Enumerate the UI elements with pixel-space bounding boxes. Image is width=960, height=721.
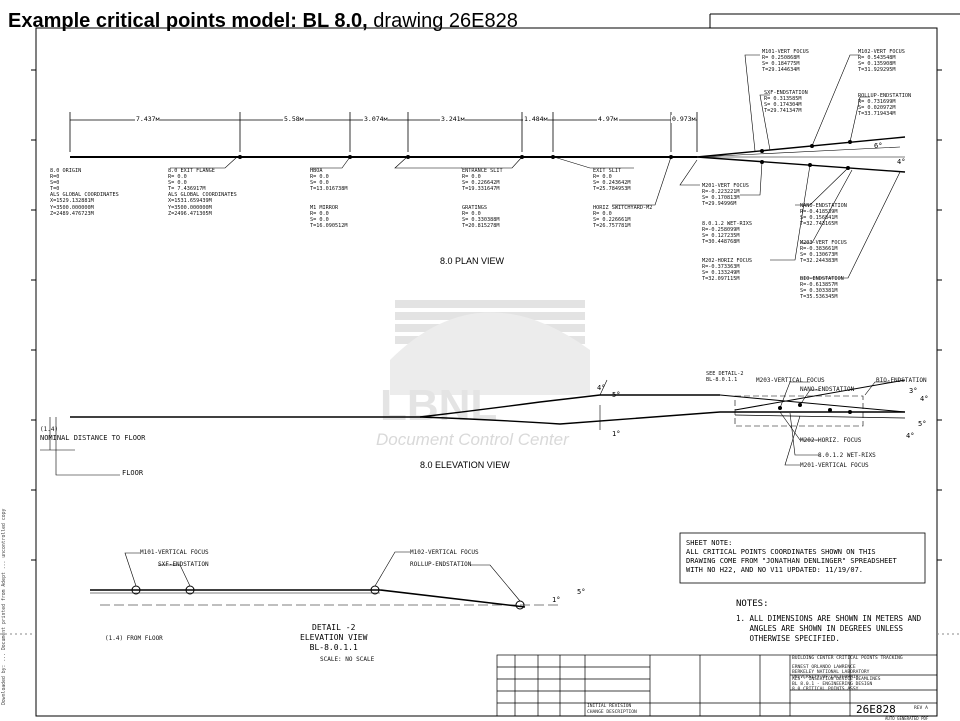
plan-dim-3: 3.074м: [363, 115, 389, 123]
plan-angle-lower: 4°: [897, 158, 906, 166]
label-m101-vert-focus: M101-VERT FOCUS R= 0.250868M S= 0.184775…: [762, 49, 809, 74]
elev-detail-box: [734, 395, 864, 427]
elev-angle-5: 5°: [612, 391, 621, 399]
tb-org: ERNEST ORLANDO LAWRENCE BERKELEY NATIONA…: [792, 665, 870, 680]
label-8-0-origin: 8.0 ORIGIN R=0 S=0 T=0 ALS GLOBAL COORDI…: [50, 168, 119, 217]
elev-beam-upper: [419, 394, 720, 418]
elev-angle-5b: 5°: [918, 420, 927, 428]
tb-desc: BUILDING CENTER CRITICAL POINTS TRACKING: [792, 656, 903, 661]
label-wet-rixs: 8.0.1.2 WET-RIXS R=-0.258099M S= 0.12723…: [702, 221, 752, 246]
detail-rollup-label: ROLLUP-ENDSTATION: [410, 561, 472, 568]
label-rollup-endstation: ROLLUP-ENDSTATION R= 0.731699M S= 0.0209…: [858, 93, 912, 118]
title-block: [496, 654, 938, 717]
title-drawing: drawing 26E828: [367, 10, 518, 32]
detail-title: DETAIL -2 ELEVATION VIEW BL-8.0.1.1: [300, 623, 368, 652]
elev-beam-lower: [419, 411, 905, 425]
elevation-view-title: 8.0 ELEVATION VIEW: [420, 460, 510, 470]
svg-text:LBNL: LBNL: [380, 381, 497, 430]
watermark-text: Document Control Center: [376, 430, 569, 449]
elev-angle-1: 1°: [612, 430, 621, 438]
tb-drawing-number: 26E828: [856, 703, 896, 716]
tb-change-desc: CHANGE DESCRIPTION: [587, 710, 637, 715]
border-ticks: [31, 69, 942, 561]
slide-title: Example critical points model: BL 8.0, d…: [8, 10, 518, 33]
elev-branch-b: [734, 379, 906, 411]
elev-branch-a: [719, 394, 906, 413]
tb-revision: INITIAL REVISION: [587, 704, 632, 709]
elev-height: (1.4): [40, 426, 59, 433]
elev-m202-label: M202-HORIZ. FOCUS: [800, 437, 862, 444]
label-m1-mirror: M1 MIRROR R= 0.0 S= 0.0 T=16.090512M: [310, 205, 348, 230]
elev-m203-label: M203-VERTICAL FOCUS: [756, 377, 825, 384]
plan-leaders: [170, 54, 901, 279]
plan-dim-1: 7.437м: [135, 115, 161, 123]
label-entrance-slit: ENTRANCE SLIT R= 0.0 S= 0.226642M T=19.3…: [462, 168, 503, 193]
elev-bio-label: BIO-ENDSTATION: [876, 377, 927, 384]
label-m201-vert-focus: M201-VERT FOCUS R=-0.223221M S= 0.170813…: [702, 183, 749, 208]
plan-branch-mid: [696, 146, 901, 158]
elev-leaders: [55, 379, 890, 476]
detail-branch: [379, 589, 526, 608]
plan-points: [238, 140, 852, 170]
label-m203-vert-focus: M203-VERT FOCUS R=-0.383661M S= 0.130673…: [800, 240, 847, 265]
floor-label: FLOOR: [122, 469, 144, 477]
label-hboa: HBOA R= 0.0 S= 0.0 T=13.016738M: [310, 168, 348, 193]
detail-sxf-label: SXF-ENDSTATION: [158, 561, 209, 568]
see-detail-2: SEE DETAIL-2 BL-8.0.1.1: [706, 371, 744, 384]
elev-branch-c: [734, 414, 906, 419]
label-gratings: GRATINGS R= 0.0 S= 0.330388M T=20.815278…: [462, 205, 500, 230]
side-note: Downloaded by: ... Document printed from…: [2, 508, 7, 705]
label-exit-slit: EXIT SLIT R= 0.0 S= 0.243642M T=25.78495…: [593, 168, 631, 193]
title-main: Example critical points model: BL 8.0,: [8, 10, 368, 32]
detail-leaders: [124, 551, 521, 602]
plan-branch-upper: [696, 136, 906, 158]
plan-dim-5: 1.484м: [523, 115, 549, 123]
detail-m101-label: M101-VERTICAL FOCUS: [140, 549, 209, 556]
elev-angle-3: 3°: [909, 387, 918, 395]
label-sxf-endstation: SXF-ENDSTATION R= 0.313585M S= 0.174304M…: [764, 90, 808, 115]
detail-m102-label: M102-VERTICAL FOCUS: [410, 549, 479, 556]
tb-rev: REV A: [914, 706, 928, 711]
plan-dim-4: 3.241м: [440, 115, 466, 123]
nominal-distance-label: NOMINAL DISTANCE TO FLOOR: [40, 434, 146, 442]
tb-auto-generated: AUTO GENERATED PDF: [885, 716, 929, 721]
elev-angle-4: 4°: [597, 384, 606, 392]
detail-angle-5: 5°: [577, 588, 586, 596]
sheet-note-box: [679, 532, 926, 584]
watermark-logo: LBNL: [380, 300, 590, 430]
label-switchyard-m2: HORIZ SWITCHYARD-M2 R= 0.0 S= 0.226661M …: [593, 205, 653, 230]
elev-angle-4c: 4°: [906, 432, 915, 440]
plan-dim-6: 4.97м: [597, 115, 619, 123]
elev-nano-label: NANO-ENDSTATION: [800, 386, 855, 393]
plan-dimension-extensions: [69, 112, 698, 152]
sheet-note: SHEET NOTE: ALL CRITICAL POINTS COORDINA…: [686, 539, 897, 574]
notes-body: 1. ALL DIMENSIONS ARE SHOWN IN METERS AN…: [736, 614, 922, 643]
label-m102-vert-focus: M102-VERT FOCUS R= 0.543548M S= 0.135908…: [858, 49, 905, 74]
detail-from-floor: (1.4) FROM FLOOR: [105, 635, 163, 642]
detail-angle-1: 1°: [552, 596, 561, 604]
sheet-border: [35, 27, 938, 717]
label-exit-flange: 8.0 EXIT FLANGE R= 0.0 S= 0.0 T= 7.43691…: [168, 168, 237, 217]
elev-wet-rixs-label: 8.0.1.2 WET-RIXS: [818, 452, 876, 459]
label-bio-endstation: BIO-ENDSTATION R=-0.613857M S= 0.303381M…: [800, 276, 844, 301]
elev-m201-label: M201-VERTICAL FOCUS: [800, 462, 869, 469]
plan-branch-lower: [696, 156, 906, 173]
plan-view-title: 8.0 PLAN VIEW: [440, 256, 505, 266]
label-m202-horiz-focus: M202-HORIZ FOCUS R=-0.373363M S= 0.13324…: [702, 258, 752, 283]
plan-dim-7: 0.973м: [671, 115, 697, 123]
label-nano-endstation: NANO-ENDSTATION R=-0.418539M S= 0.156841…: [800, 203, 847, 228]
tb-title: ALS - INSERTION DEVICE BEAMLINES BL 8.0.…: [792, 677, 881, 692]
notes-title: NOTES:: [736, 599, 769, 609]
detail-scale: SCALE: NO SCALE: [320, 656, 375, 663]
plan-dim-2: 5.58м: [283, 115, 305, 123]
elev-angle-4b: 4°: [920, 395, 929, 403]
plan-angle-upper: 6°: [874, 142, 883, 150]
